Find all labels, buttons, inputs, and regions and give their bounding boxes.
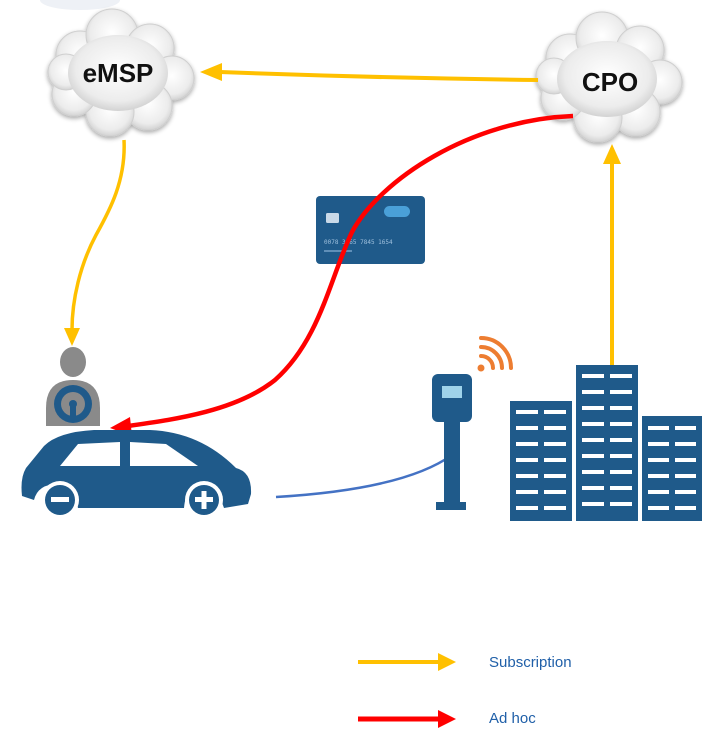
subscription-arrow-cpo-to-emsp	[200, 63, 539, 82]
building-right	[642, 416, 702, 521]
legend-item-subscription: Subscription	[358, 653, 572, 671]
minus-icon	[51, 497, 69, 502]
plus-icon	[195, 491, 213, 509]
car-window-front	[60, 442, 120, 466]
cloud-icon	[535, 11, 683, 143]
legend-label-subscription: Subscription	[489, 654, 572, 671]
background-artifact	[40, 0, 120, 10]
legend-label-ad-hoc: Ad hoc	[489, 710, 536, 727]
car-icon	[21, 430, 252, 519]
emsp-cloud	[47, 8, 195, 137]
cpo-cloud	[535, 11, 683, 143]
card-number: 0078 3265 7845 1654	[324, 239, 393, 246]
ad-hoc-arrow-cpo-to-car	[110, 113, 574, 436]
driver-icon	[46, 347, 100, 426]
car-window-rear	[130, 442, 198, 466]
cpo-label: CPO	[582, 67, 638, 97]
charging-cable	[275, 453, 453, 499]
cloud-icon	[47, 8, 195, 137]
subscription-arrow-buildings-to-cpo	[603, 144, 621, 365]
building-center	[576, 365, 638, 521]
charging-station-icon	[432, 374, 472, 510]
emsp-label: eMSP	[83, 58, 154, 88]
buildings-icon	[510, 365, 702, 521]
wifi-icon	[477, 336, 513, 372]
legend: Subscription Ad hoc	[358, 653, 572, 728]
subscription-arrow-emsp-to-driver	[64, 139, 126, 346]
legend-item-ad-hoc: Ad hoc	[358, 710, 536, 728]
card-holder-line	[324, 250, 352, 252]
